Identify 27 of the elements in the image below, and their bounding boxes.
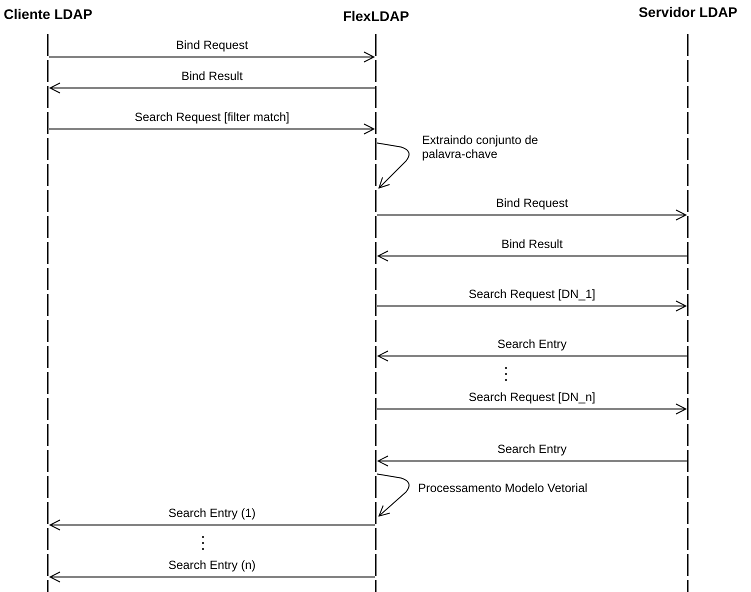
message-arrow xyxy=(48,124,374,134)
message-label: Search Entry (n) xyxy=(166,558,258,572)
message-arrow xyxy=(50,572,376,582)
self-message-arrow xyxy=(376,142,410,188)
lifeline-header: Servidor LDAP xyxy=(638,4,738,20)
message-label: Search Entry xyxy=(495,337,569,351)
message-label: Search Request [DN_n] xyxy=(466,390,598,404)
message-arrow xyxy=(50,520,376,530)
message-arrow xyxy=(378,456,688,466)
message-label: Search Entry xyxy=(495,442,569,456)
message-arrow xyxy=(378,250,688,262)
lifeline-header: Cliente LDAP xyxy=(4,6,92,22)
message-arrow xyxy=(48,52,374,62)
message-label: Search Request [filter match] xyxy=(132,110,292,124)
self-message-arrow xyxy=(376,474,410,516)
message-label: Search Request [DN_1] xyxy=(466,287,598,301)
lifeline-header: FlexLDAP xyxy=(342,8,410,24)
message-arrow xyxy=(376,210,686,220)
message-arrow xyxy=(50,82,376,94)
message-label: Search Entry (1) xyxy=(166,506,258,520)
message-label: Bind Result xyxy=(179,69,245,83)
message-label: Bind Request xyxy=(174,38,250,52)
message-label: Bind Request xyxy=(494,196,570,210)
message-arrow xyxy=(376,300,686,312)
message-arrow xyxy=(378,350,688,362)
message-arrow xyxy=(376,404,686,414)
message-label: Bind Result xyxy=(499,237,565,251)
